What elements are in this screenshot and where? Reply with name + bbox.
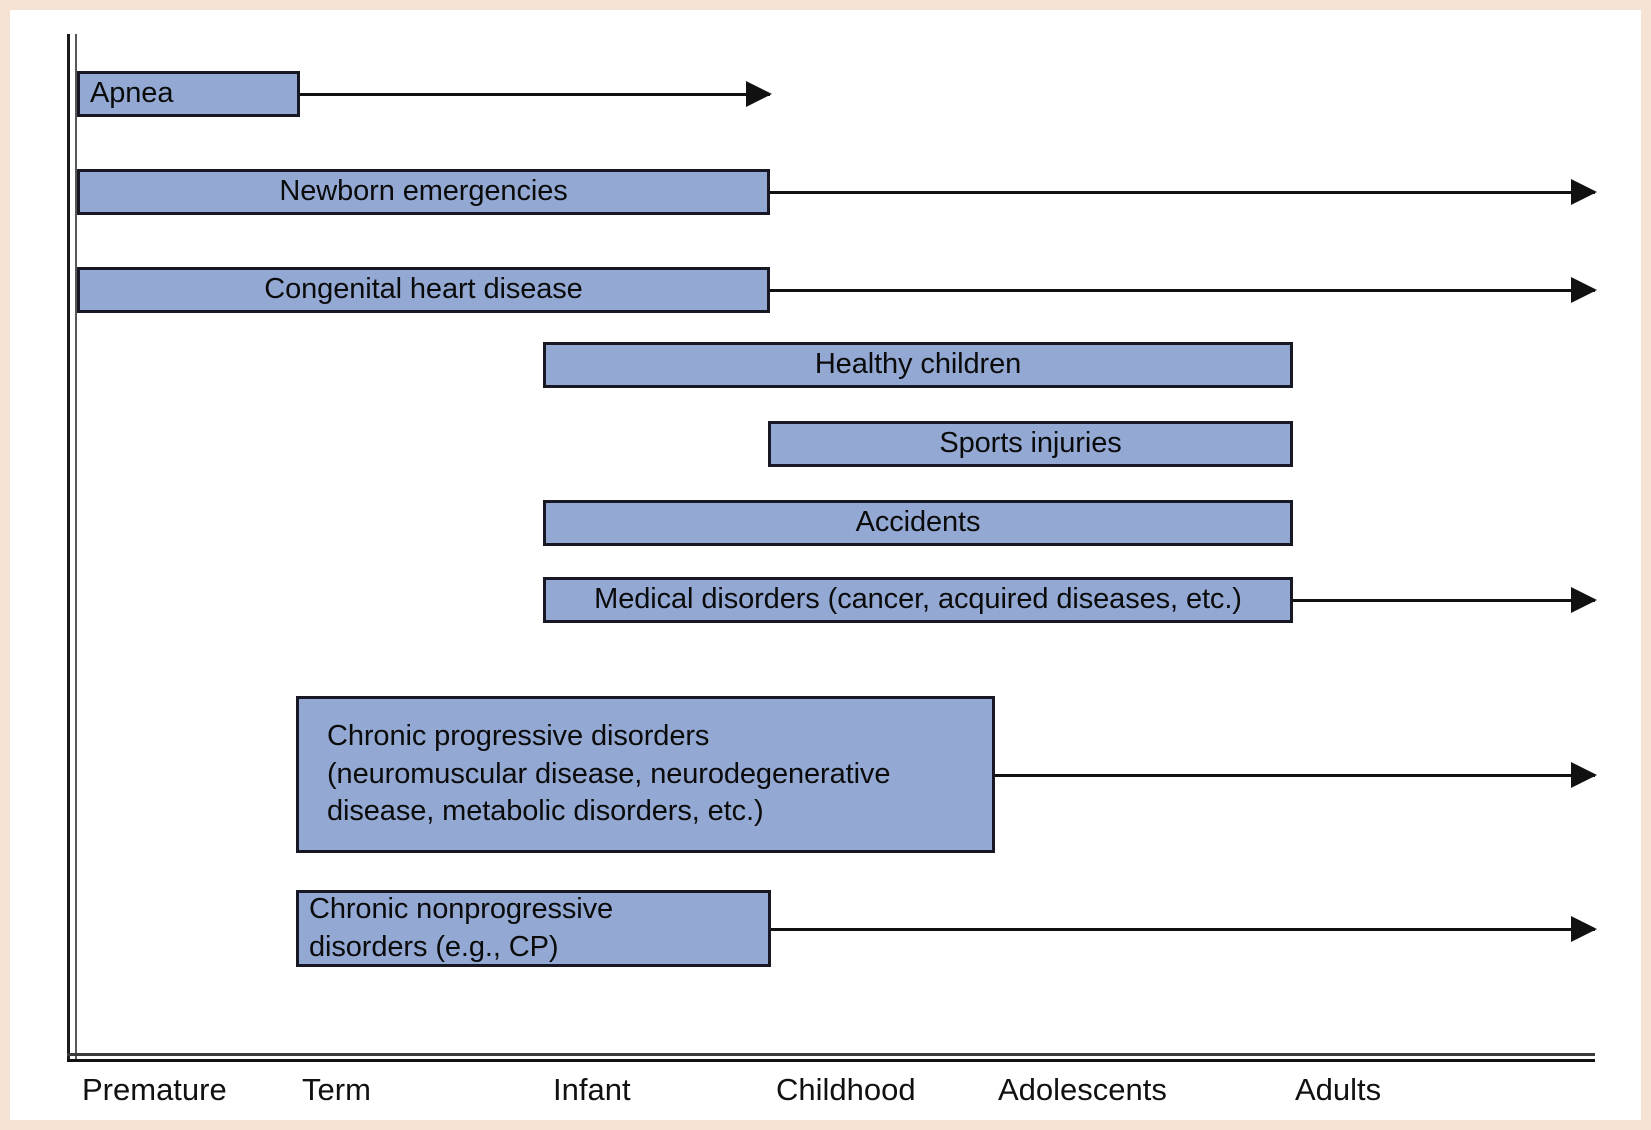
arrow-chronic-nonprogressive-disorders bbox=[771, 915, 1597, 942]
x-tick-label-term: Term bbox=[302, 1072, 371, 1107]
arrow-congenital-heart-disease bbox=[770, 277, 1597, 303]
y-axis-line bbox=[67, 34, 77, 1061]
bar-label-chronic-nonprogressive-disorders: Chronic nonprogressive disorders (e.g., … bbox=[309, 892, 614, 963]
x-tick-label-infant: Infant bbox=[553, 1072, 631, 1107]
bar-label-sports-injuries: Sports injuries bbox=[939, 427, 1122, 460]
x-tick-label-premature: Premature bbox=[82, 1072, 227, 1107]
bar-label-congenital-heart-disease: Congenital heart disease bbox=[264, 273, 583, 306]
arrow-apnea bbox=[300, 81, 772, 107]
bar-healthy-children[interactable]: Healthy children bbox=[543, 342, 1293, 388]
x-tick-label-adults: Adults bbox=[1295, 1072, 1382, 1107]
bar-label-apnea: Apnea bbox=[90, 77, 174, 110]
x-tick-label-childhood: Childhood bbox=[776, 1072, 916, 1107]
bar-chronic-nonprogressive-disorders[interactable]: Chronic nonprogressive disorders (e.g., … bbox=[296, 890, 771, 967]
bar-medical-disorders[interactable]: Medical disorders (cancer, acquired dise… bbox=[543, 577, 1293, 623]
bar-newborn-emergencies[interactable]: Newborn emergencies bbox=[77, 169, 770, 215]
arrow-chronic-progressive-disorders bbox=[995, 761, 1597, 788]
bar-accidents[interactable]: Accidents bbox=[543, 500, 1293, 546]
bar-label-accidents: Accidents bbox=[855, 506, 981, 539]
bar-chronic-progressive-disorders[interactable]: Chronic progressive disorders (neuromusc… bbox=[296, 696, 995, 853]
x-tick-label-adolescents: Adolescents bbox=[998, 1072, 1167, 1107]
bar-label-medical-disorders: Medical disorders (cancer, acquired dise… bbox=[594, 583, 1242, 616]
arrow-newborn-emergencies bbox=[770, 179, 1597, 205]
bar-sports-injuries[interactable]: Sports injuries bbox=[768, 421, 1293, 467]
bar-congenital-heart-disease[interactable]: Congenital heart disease bbox=[77, 267, 770, 313]
bar-label-newborn-emergencies: Newborn emergencies bbox=[279, 175, 568, 208]
bar-label-healthy-children: Healthy children bbox=[814, 348, 1022, 381]
bar-apnea[interactable]: Apnea bbox=[77, 71, 300, 117]
arrow-medical-disorders bbox=[1293, 587, 1597, 613]
bar-label-chronic-progressive-disorders: Chronic progressive disorders (neuromusc… bbox=[327, 719, 891, 828]
x-axis-line bbox=[67, 1053, 1595, 1062]
